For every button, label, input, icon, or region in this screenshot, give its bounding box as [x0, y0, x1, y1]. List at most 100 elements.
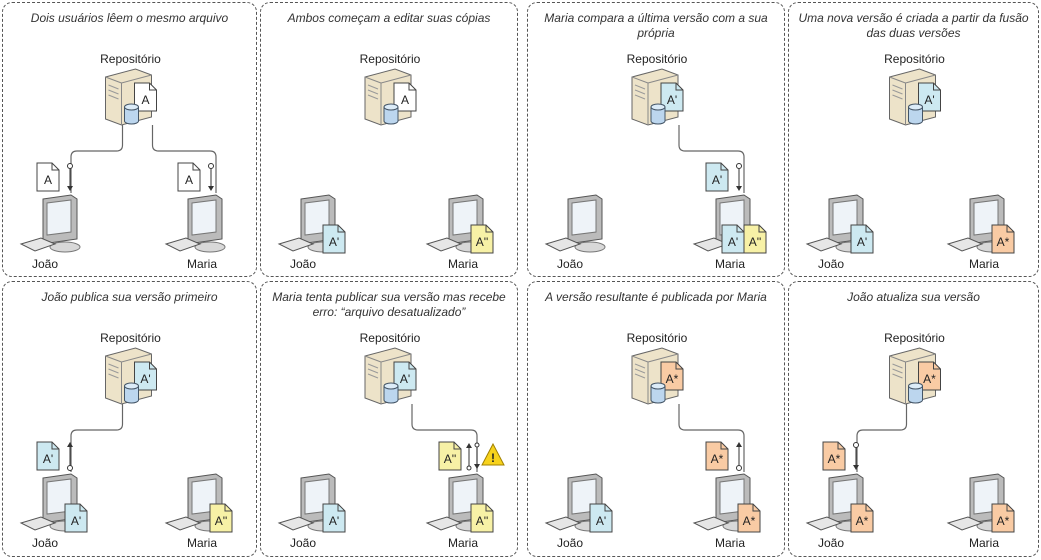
panel-title: João atualiza sua versão	[847, 290, 980, 304]
transfer-document: A''	[438, 441, 462, 471]
maria-label: Maria	[969, 257, 999, 271]
maria-document: A*	[991, 224, 1015, 254]
joao-label: João	[557, 257, 583, 271]
document-label: A	[185, 173, 193, 187]
joao-document: A'	[64, 503, 88, 533]
database-icon	[908, 382, 923, 404]
document-label: A*	[997, 514, 1010, 528]
transfer-document: A*	[705, 441, 729, 471]
panel-title: Uma nova versão é criada a partir da fus…	[798, 11, 1029, 40]
joao-label: João	[290, 257, 316, 271]
transfer-document: A'	[705, 162, 729, 192]
repository-label: Repositório	[884, 52, 945, 66]
server-document: A	[134, 82, 157, 112]
panel-title: Maria compara a última versão com a sua …	[544, 11, 768, 40]
document-label: A''	[476, 514, 489, 528]
transfer-arrow-icon	[853, 442, 859, 470]
document-label: A*	[666, 372, 679, 386]
connection-line-left	[856, 404, 908, 472]
joao-document: A'	[322, 503, 346, 533]
maria-label: Maria	[187, 536, 217, 550]
transfer-arrow-icon	[736, 163, 742, 191]
document-label: A'	[400, 372, 410, 386]
repository-label: Repositório	[627, 52, 688, 66]
joao-document: A'	[322, 224, 346, 254]
joao-computer-icon	[544, 194, 606, 253]
maria-document: A''	[743, 224, 767, 254]
repository-label: Repositório	[884, 331, 945, 345]
document-label: A'	[728, 235, 738, 249]
document-label: A*	[828, 452, 841, 466]
repository-label: Repositório	[360, 52, 421, 66]
document-label: A*	[711, 452, 724, 466]
joao-label: João	[818, 536, 844, 550]
document-label: A	[44, 173, 52, 187]
transfer-arrow-icon	[466, 442, 480, 471]
connection-line-right	[151, 125, 217, 193]
transfer-arrow-icon	[67, 163, 73, 191]
maria-label: Maria	[969, 536, 999, 550]
transfer-arrow-icon	[736, 442, 742, 471]
document-label: A'	[712, 173, 722, 187]
maria-label: Maria	[448, 257, 478, 271]
repository-label: Repositório	[360, 331, 421, 345]
joao-computer-icon	[19, 194, 81, 253]
panel-step-7: A versão resultante é publicada por Mari…	[527, 281, 785, 557]
transfer-document: A	[177, 162, 201, 192]
maria-document: A*	[991, 503, 1015, 533]
repository-label: Repositório	[100, 52, 161, 66]
document-label: A''	[444, 452, 457, 466]
document-label: A'	[329, 514, 339, 528]
document-label: A'	[596, 514, 606, 528]
transfer-document: A*	[822, 441, 846, 471]
repository-label: Repositório	[100, 331, 161, 345]
maria-document: A''	[209, 503, 233, 533]
panel-step-3: Maria compara a última versão com a sua …	[527, 2, 785, 277]
document-label: A*	[856, 514, 869, 528]
transfer-arrow-icon	[208, 163, 214, 191]
document-label: A''	[476, 235, 489, 249]
svg-text:!: !	[491, 451, 495, 465]
database-icon	[908, 103, 923, 125]
maria-label: Maria	[715, 536, 745, 550]
maria-label: Maria	[448, 536, 478, 550]
document-label: A'	[140, 372, 150, 386]
database-icon	[383, 382, 399, 404]
document-label: A*	[923, 372, 936, 386]
maria-label: Maria	[187, 257, 217, 271]
connection-line-right	[678, 125, 745, 193]
repository-label: Repositório	[627, 331, 688, 345]
database-icon	[650, 103, 666, 125]
server-document: A*	[660, 361, 684, 391]
document-label: A'	[71, 514, 81, 528]
transfer-document: A	[36, 162, 60, 192]
connection-line-left	[70, 404, 124, 472]
joao-label: João	[818, 257, 844, 271]
document-label: A'	[667, 93, 677, 107]
document-label: A*	[743, 514, 756, 528]
document-label: A'	[857, 235, 867, 249]
document-label: A	[401, 93, 409, 107]
panel-step-6: Maria tenta publicar sua versão mas rece…	[260, 281, 518, 557]
connection-line-left	[70, 125, 124, 193]
document-label: A''	[215, 514, 228, 528]
joao-label: João	[290, 536, 316, 550]
database-icon	[383, 103, 399, 125]
joao-document: A'	[589, 503, 613, 533]
database-icon	[650, 382, 666, 404]
maria-document: A''	[470, 503, 494, 533]
maria-computer-icon	[164, 194, 226, 253]
transfer-document: A'	[36, 441, 60, 471]
maria-label: Maria	[715, 257, 745, 271]
maria-document: A''	[470, 224, 494, 254]
joao-document: A*	[850, 503, 874, 533]
